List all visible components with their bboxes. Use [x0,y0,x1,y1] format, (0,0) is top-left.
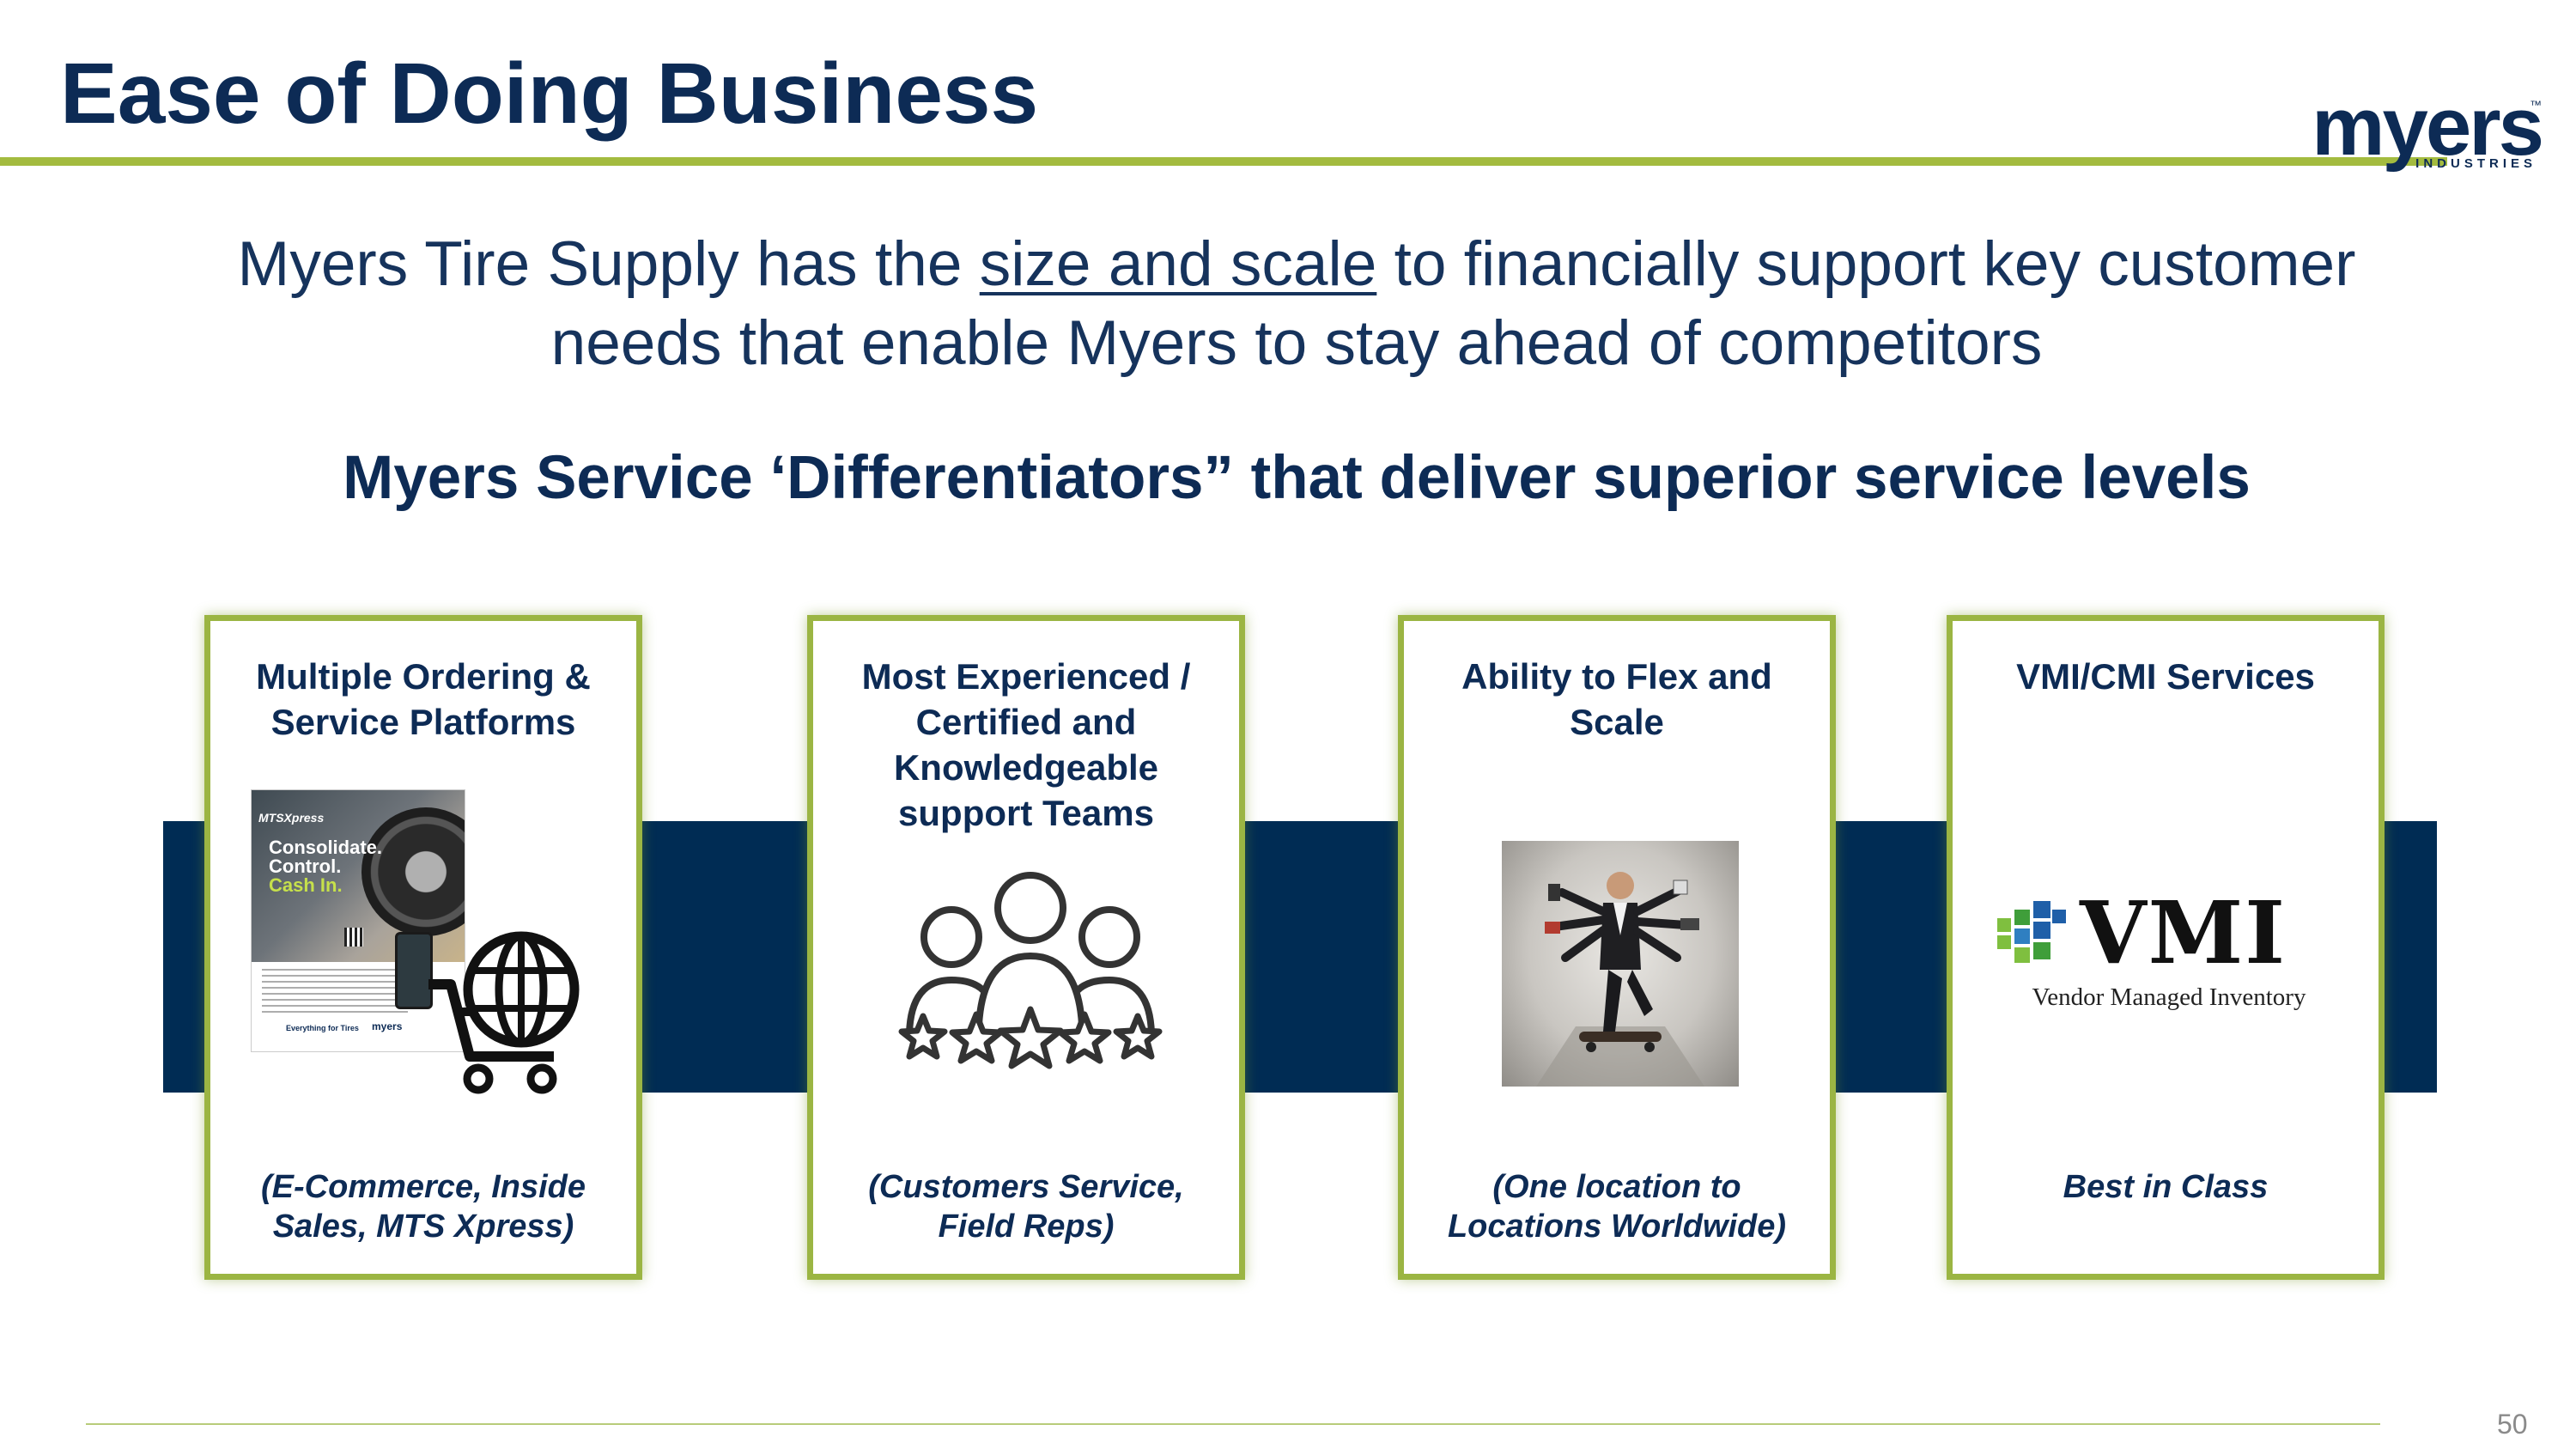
vmi-logo: VMI Vendor Managed Inventory [1997,886,2341,1025]
card-title: Most Experienced / Certified and Knowled… [822,654,1230,836]
card-title-line: VMI/CMI Services [2016,656,2315,697]
vmi-subtitle: Vendor Managed Inventory [2032,983,2306,1011]
brochure-line: Cash In. [269,874,343,896]
card-title-line: Most Experienced / [861,656,1191,697]
card-title-line: Scale [1570,702,1664,742]
team-stars-icon [898,872,1163,1069]
card-title: Multiple Ordering & Service Platforms [219,654,628,745]
title-underline-rule [0,157,2447,166]
card-flex-and-scale: Ability to Flex and Scale [1398,615,1836,1280]
card-footer-line: (Customers Service, [868,1169,1184,1205]
page-number: 50 [2497,1409,2528,1440]
smartphone-icon [395,932,433,1009]
brochure-body-text [262,969,408,1014]
vmi-squares-icon [1997,901,2066,963]
card-title-line: Certified and [915,702,1137,742]
qr-code-icon [344,928,363,947]
card-title-line: Knowledgeable [893,747,1159,788]
card-title-line: support Teams [898,793,1154,833]
card-footer-line: Best in Class [2063,1169,2269,1205]
card-title: VMI/CMI Services [1961,654,2370,699]
card-ordering-platforms: Multiple Ordering & Service Platforms MT… [204,615,642,1280]
differentiators-heading: Myers Service ‘Differentiators” that del… [343,444,2251,512]
card-support-teams: Most Experienced / Certified and Knowled… [807,615,1245,1280]
shopping-cart-globe-icon [428,931,580,1094]
logo-trademark: ™ [2530,98,2542,112]
tire-photo [361,807,465,936]
card-footer-line: Locations Worldwide) [1447,1209,1787,1245]
brochure-line: Control. [269,855,342,877]
card-footer-line: (One location to [1492,1169,1741,1205]
card-footer-line: Sales, MTS Xpress) [272,1209,574,1245]
card-vmi-cmi-services: VMI/CMI Services VMI Vendor Managed Inve… [1947,615,2385,1280]
myers-industries-logo: myers ™ INDUSTRIES [2310,81,2544,180]
multitasking-businessman-photo [1502,841,1739,1087]
card-footer-line: (E-Commerce, Inside [261,1169,586,1205]
intro-text-line2: needs that enable Myers to stay ahead of… [550,308,2043,378]
brochure-brand: MTSXpress [258,811,325,825]
intro-text-before: Myers Tire Supply has the [237,229,980,299]
brochure-footer: Everything for Tires [286,1024,359,1032]
card-footer: (E-Commerce, Inside Sales, MTS Xpress) [219,1167,628,1246]
brochure-footer-logo: myers [372,1020,403,1032]
logo-wordmark: myers [2312,81,2544,173]
card-footer: (One location to Locations Worldwide) [1413,1167,1821,1246]
card-title: Ability to Flex and Scale [1413,654,1821,745]
card-footer-line: Field Reps) [938,1209,1115,1245]
card-footer: (Customers Service, Field Reps) [822,1167,1230,1246]
slide-title: Ease of Doing Business [60,46,1039,142]
intro-underlined-text: size and scale [979,229,1377,299]
card-title-line: Service Platforms [270,702,576,742]
card-footer: Best in Class [1961,1167,2370,1207]
card-title-line: Ability to Flex and [1461,656,1772,697]
intro-statement: Myers Tire Supply has the size and scale… [129,225,2464,383]
brochure-line: Consolidate. [269,837,383,858]
intro-text-line1-after: to financially support key customer [1376,229,2356,299]
vmi-wordmark: VMI [2080,882,2287,983]
footer-rule [86,1423,2380,1425]
logo-subtitle: INDUSTRIES [2415,156,2537,171]
card-title-line: Multiple Ordering & [256,656,591,697]
